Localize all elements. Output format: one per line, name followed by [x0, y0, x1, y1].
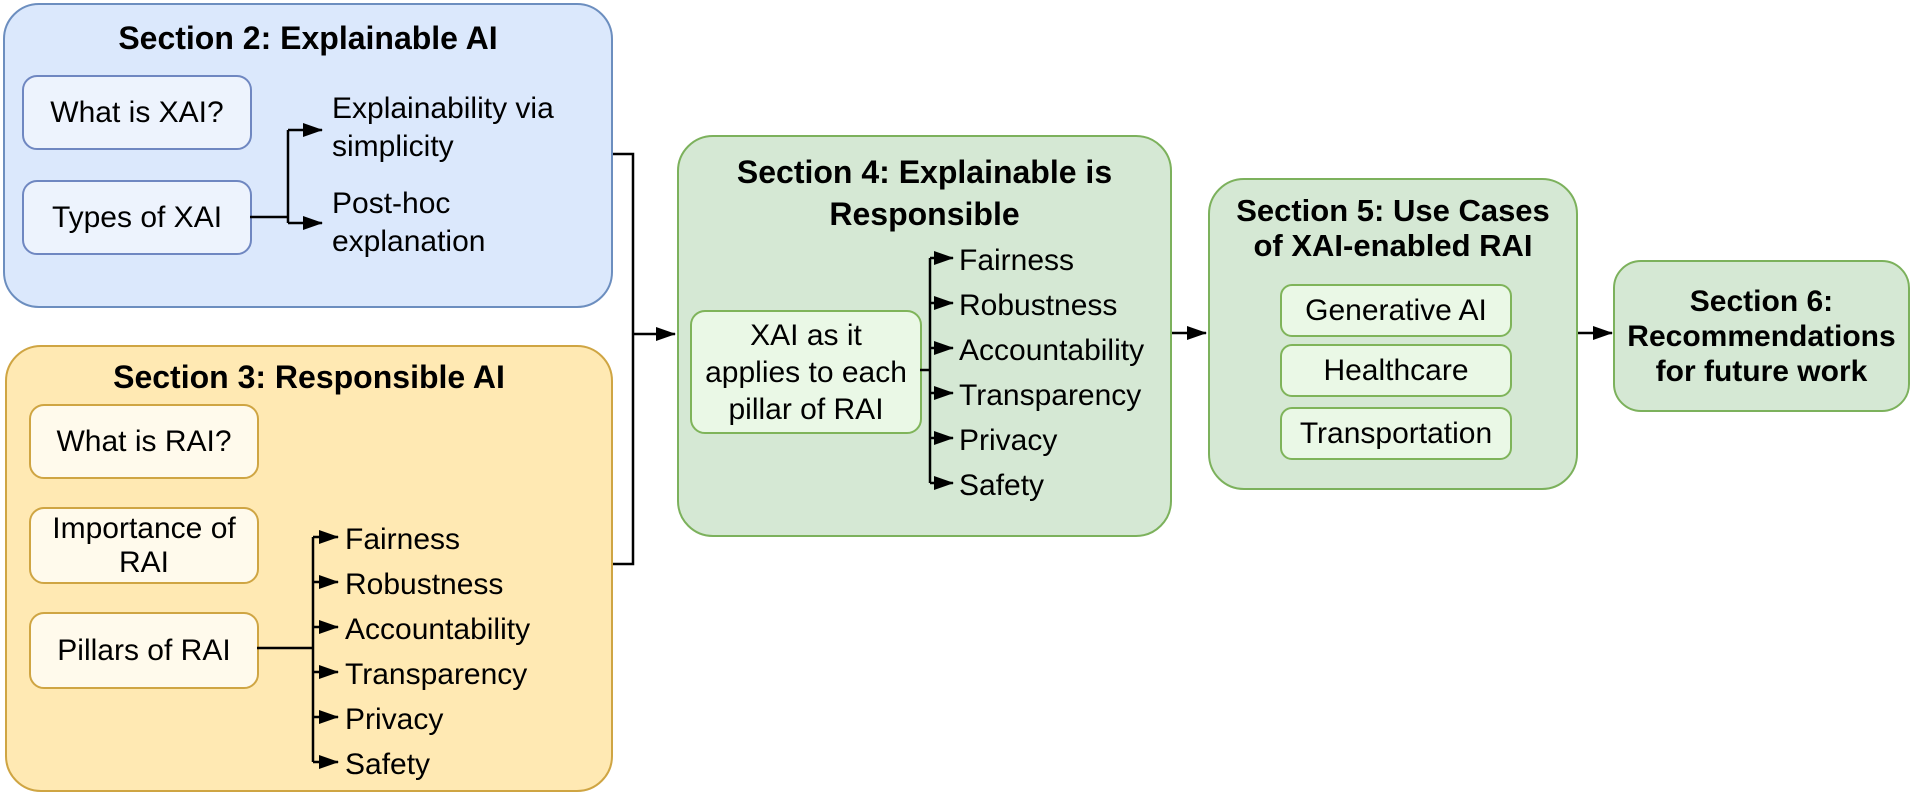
section-2-title: Section 2: Explainable AI [118, 20, 498, 56]
pillar-label-transparency: Transparency [345, 657, 528, 691]
pillar-label-accountability: Accountability [345, 612, 531, 646]
importance-of-rai-box: Importance of RAI [29, 507, 259, 584]
pillar-label-fairness: Fairness [959, 243, 1075, 277]
pillar-label-privacy: Privacy [959, 423, 1058, 457]
xai-pillar-box: XAI as it applies to each pillar of RAI [690, 310, 922, 434]
pillar-label-safety: Safety [345, 747, 431, 781]
pillar-label-robustness: Robustness [345, 567, 504, 601]
section-4-panel: Section 4: Explainable is Responsible XA… [677, 135, 1172, 537]
pillars-of-rai-box: Pillars of RAI [29, 612, 259, 689]
post-hoc-explanation-label: Post-hoc explanation [332, 187, 486, 258]
section-5-title: Section 5: Use Cases of XAI-enabled RAI [1236, 193, 1550, 263]
section-4-title: Section 4: Explainable is Responsible [736, 154, 1113, 232]
pillar-label-fairness: Fairness [345, 522, 461, 556]
pillar-label-safety: Safety [959, 468, 1045, 502]
pillar-label-accountability: Accountability [959, 333, 1145, 367]
section-6-title: Section 6: Recommendations for future wo… [1627, 284, 1896, 388]
section-5-panel: Section 5: Use Cases of XAI-enabled RAI … [1208, 178, 1578, 490]
section-3-panel: Section 3: Responsible AI What is RAI? I… [5, 345, 613, 792]
pillar-label-transparency: Transparency [959, 378, 1142, 412]
transportation-box: Transportation [1280, 407, 1512, 460]
section-3-title: Section 3: Responsible AI [113, 359, 505, 395]
explainability-via-simplicity-label: Explainability via simplicity [332, 92, 554, 163]
pillar-label-robustness: Robustness [959, 288, 1118, 322]
types-of-xai-box: Types of XAI [22, 180, 252, 255]
healthcare-box: Healthcare [1280, 344, 1512, 397]
pillar-label-privacy: Privacy [345, 702, 444, 736]
what-is-xai-box: What is XAI? [22, 75, 252, 150]
section-6-panel: Section 6: Recommendations for future wo… [1613, 260, 1910, 412]
generative-ai-box: Generative AI [1280, 284, 1512, 337]
what-is-rai-box: What is RAI? [29, 404, 259, 479]
section-2-panel: Section 2: Explainable AI What is XAI? T… [3, 3, 613, 308]
s2-s3-merge-bracket [613, 152, 635, 566]
